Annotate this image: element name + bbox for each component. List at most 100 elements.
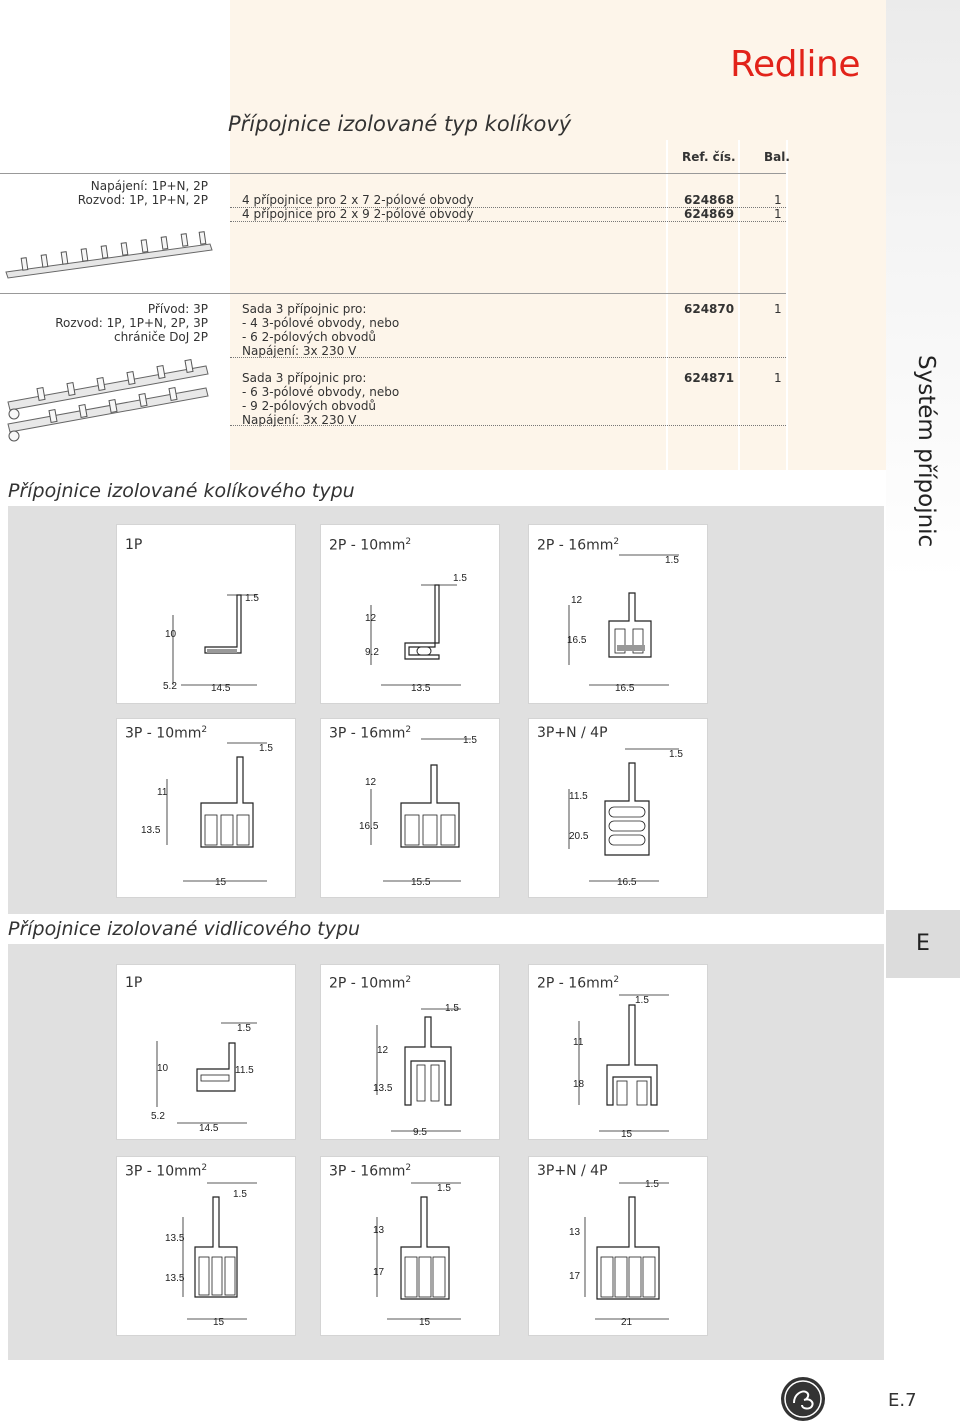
dim-label: 15: [213, 1317, 225, 1328]
fork-panel-3p-16: 3P - 16mm2 1.5 13 17 15: [320, 1156, 500, 1336]
dim-label: 1.5: [437, 1183, 451, 1194]
dim-label: 16.5: [617, 877, 637, 888]
bal-column-bg: [738, 140, 786, 470]
dim-label: 20.5: [569, 831, 589, 842]
row2-item1-desc: Sada 3 přípojnic pro: - 4 3-pólové obvod…: [242, 302, 400, 358]
profile-drawing: 1.5 12 13.5 9.5: [373, 1003, 461, 1138]
dim-label: 13.5: [373, 1083, 393, 1094]
dim-label: 5.2: [163, 681, 177, 692]
row2-item2-desc: Sada 3 přípojnic pro: - 6 3-pólové obvod…: [242, 371, 400, 427]
tab-e[interactable]: E: [886, 910, 960, 978]
dim-label: 1.5: [453, 573, 467, 584]
dim-label: 9.2: [365, 647, 379, 658]
dim-label: 12: [571, 595, 583, 606]
dim-label: 12: [377, 1045, 389, 1056]
spare-column-bg: [786, 140, 886, 470]
dim-label: 1.5: [665, 555, 679, 566]
panel-label: 1P: [125, 975, 143, 991]
panel-label: 3P - 16mm2: [329, 1163, 412, 1180]
row1-item1-desc: 4 přípojnice pro 2 x 7 2-pólové obvody: [242, 193, 474, 207]
dim-label: 17: [373, 1267, 385, 1278]
profile-drawing: 1.5 12 9.2 13.5: [365, 573, 467, 694]
row2-left-text: Přívod: 3P Rozvod: 1P, 1P+N, 2P, 3P chrá…: [55, 302, 208, 344]
panel-label: 2P - 10mm2: [329, 975, 412, 992]
profile-drawing: 1.5 11 18 15: [573, 994, 669, 1140]
dim-label: 16.5: [615, 683, 635, 694]
dim-label: 1.5: [669, 749, 683, 760]
row2-item2-ref: 624871: [684, 371, 735, 385]
dim-label: 11: [157, 787, 168, 798]
row2-item2-bal: 1: [774, 371, 782, 385]
profile-drawing: 1.5 11 13.5 15: [141, 742, 273, 888]
col-header-bal: Bal.: [764, 150, 790, 164]
tab-f[interactable]: F: [916, 999, 930, 1024]
dim-label: 10: [165, 629, 177, 640]
dim-label: 13.5: [411, 683, 431, 694]
profile-drawing: 1.5 13 17 15: [373, 1182, 461, 1328]
dim-label: 18: [573, 1079, 585, 1090]
row2-item1-bal: 1: [774, 302, 782, 316]
fork-panel-3p-10: 3P - 10mm2 1.5 13.5 13.5 15: [116, 1156, 296, 1336]
pin-panel-3p-16: 3P - 16mm2 1.5 12 16.5 15.5: [320, 718, 500, 898]
row1-item2-desc: 4 přípojnice pro 2 x 9 2-pólové obvody: [242, 207, 474, 221]
dim-label: 1.5: [233, 1189, 247, 1200]
profile-drawing: 1.5 11.5 20.5 16.5: [568, 748, 683, 888]
profile-drawing: 1.5 10 5.2 14.5: [163, 593, 259, 694]
tab-b[interactable]: B: [915, 727, 931, 752]
dim-label: 1.5: [645, 1179, 659, 1190]
header-divider: [0, 173, 786, 174]
dim-label: 17: [569, 1271, 581, 1282]
dim-label: 15: [419, 1317, 431, 1328]
panel-label: 3P - 16mm2: [329, 725, 412, 742]
row1-item1-ref: 624868: [684, 193, 735, 207]
dim-label: 1.5: [245, 593, 259, 604]
row-divider: [230, 221, 786, 222]
col-header-ref: Ref. čís.: [682, 150, 736, 164]
pin-panel-1p: 1P 1.5 10 5.2 14.5: [116, 524, 296, 704]
dim-label: 5.2: [151, 1111, 165, 1122]
dim-label: 12: [365, 777, 377, 788]
panel-label: 3P - 10mm2: [125, 1163, 208, 1180]
section-title-fork: Přípojnice izolované vidlicového typu: [8, 918, 361, 940]
dim-label: 15.5: [411, 877, 431, 888]
row1-item1-bal: 1: [774, 193, 782, 207]
dim-label: 15: [215, 877, 227, 888]
profile-drawing: 1.5 13 17 21: [569, 1179, 669, 1328]
dim-label: 11: [573, 1037, 584, 1048]
dim-label: 1.5: [635, 995, 649, 1006]
dim-label: 11.5: [235, 1065, 254, 1076]
dim-label: 11.5: [569, 791, 588, 802]
tab-c[interactable]: C: [915, 795, 931, 820]
dim-label: 1.5: [463, 735, 477, 746]
pin-panel-3p-10: 3P - 10mm2 1.5 11 13.5 15: [116, 718, 296, 898]
tab-d[interactable]: D: [914, 863, 932, 888]
table-background: [230, 0, 886, 470]
section-title-pin: Přípojnice izolované kolíkového typu: [8, 480, 355, 502]
pin-panel-3pn-4p: 3P+N / 4P 1.5 11.5 20.5 16.5: [528, 718, 708, 898]
dim-label: 15: [621, 1129, 633, 1140]
tab-x[interactable]: X: [915, 1067, 931, 1092]
busbar-2pole-image: [5, 231, 213, 279]
dim-label: 1.5: [237, 1023, 251, 1034]
row1-item2-ref: 624869: [684, 207, 735, 221]
dim-label: 10: [157, 1063, 169, 1074]
fork-panel-1p: 1P 1.5 10 11.5 5.2 14.5: [116, 964, 296, 1140]
dim-label: 1.5: [445, 1003, 459, 1014]
dim-label: 13.5: [165, 1233, 185, 1244]
dim-label: 21: [621, 1317, 633, 1328]
row-divider: [230, 357, 786, 358]
side-tab-strip: [886, 0, 960, 1360]
fork-panel-2p-16: 2P - 16mm2 1.5 11 18 15: [528, 964, 708, 1140]
profile-drawing: 1.5 10 11.5 5.2 14.5: [151, 1022, 257, 1134]
panel-label: 3P+N / 4P: [537, 725, 608, 741]
profile-drawing: 1.5 12 16.5 16.5: [567, 554, 679, 694]
dim-label: 14.5: [211, 683, 231, 694]
row-divider: [230, 207, 786, 208]
pin-panel-2p-16: 2P - 16mm2 1.5 12 16.5 16.5: [528, 524, 708, 704]
dim-label: 12: [365, 613, 377, 624]
dim-label: 14.5: [199, 1123, 219, 1134]
row2-item1-ref: 624870: [684, 302, 735, 316]
dim-label: 16.5: [567, 635, 587, 646]
tab-a[interactable]: A: [915, 659, 931, 684]
ge-logo-icon: [781, 1377, 825, 1421]
